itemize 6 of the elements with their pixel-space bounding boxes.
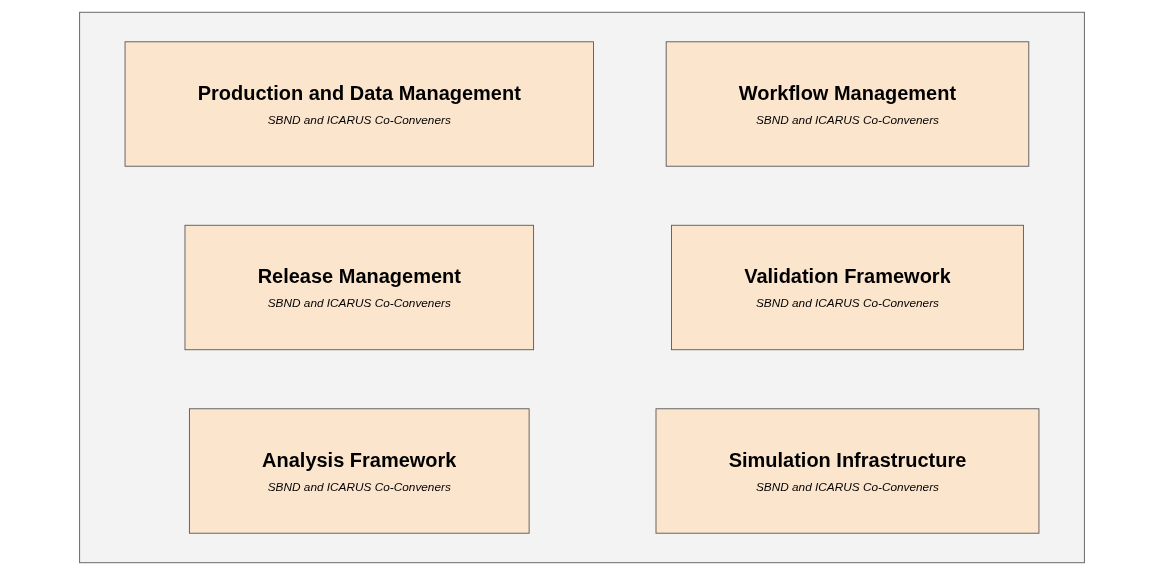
process-box: Simulation Infrastructure SBND and ICARUS Co-Conveners xyxy=(655,407,1039,534)
process-box: Analysis Framework SBND and ICARUS Co-Conveners xyxy=(188,407,530,534)
process-box: Release Management SBND and ICARUS Co-Conveners xyxy=(184,224,534,350)
process-box: Production and Data Management SBND and ICARUS Co-Conveners xyxy=(124,40,594,167)
process-box: Workflow Management SBND and ICARUS Co-Conveners xyxy=(665,40,1029,167)
process-box: Validation Framework SBND and ICARUS Co-Conveners xyxy=(670,224,1024,350)
